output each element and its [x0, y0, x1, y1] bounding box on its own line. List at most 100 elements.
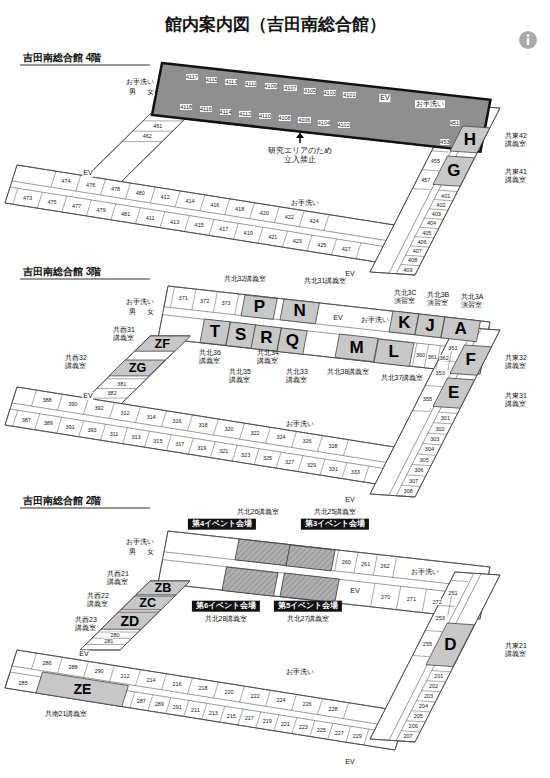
room-number: 4109: [265, 83, 277, 89]
room-number: 372: [200, 298, 209, 304]
room-number: 217: [245, 715, 254, 721]
room-letter: A: [454, 320, 466, 340]
room-number: 222: [250, 693, 259, 699]
room-number: 476: [86, 182, 95, 188]
wing-outline: [158, 286, 490, 374]
room-wall: [265, 690, 270, 706]
room-number: 286: [42, 660, 51, 666]
room-number: 331: [329, 466, 338, 472]
room-wall: [209, 219, 214, 235]
room-letter: Q: [286, 331, 299, 351]
room-number: 311: [110, 431, 119, 437]
room-number: 214: [146, 677, 155, 683]
room-number: 453: [440, 139, 449, 145]
room-shape: [222, 567, 278, 596]
room-row: [5, 409, 400, 487]
room-number: 4105: [304, 87, 316, 93]
room-number: 478: [111, 186, 120, 192]
room-wall: [187, 415, 192, 431]
room-number: 409: [403, 267, 412, 273]
room-wall: [122, 141, 162, 142]
facility-label: EV: [82, 169, 93, 177]
room-name: 共北33 講義室: [286, 368, 308, 384]
room-number: 418: [235, 206, 244, 212]
facility-label: お手洗い: [125, 298, 155, 306]
room-number: 4116: [200, 106, 212, 112]
room-row: [370, 327, 474, 495]
room-wall: [213, 292, 217, 313]
room-wall: [320, 459, 325, 475]
room-row: [12, 165, 407, 243]
facility-label: EV: [332, 314, 343, 322]
wing-outline: [80, 581, 190, 650]
room-wall: [13, 410, 18, 426]
room-wall: [428, 433, 447, 434]
room-wall: [396, 274, 415, 275]
facility-label: EV: [379, 94, 390, 102]
room-wall: [37, 192, 42, 208]
room-wall: [184, 216, 189, 232]
room-number: 4115: [206, 76, 218, 82]
room-wall: [256, 712, 261, 728]
room-wall: [239, 423, 244, 439]
room-name: 共西23 講義室: [75, 616, 97, 632]
room-wall: [101, 424, 106, 440]
room-name: 共北28講義室: [205, 615, 248, 623]
room-name: 共西22 講義室: [87, 592, 109, 608]
room-number: 326: [302, 438, 311, 444]
map-title: 館内案内図（吉田南総合館）: [165, 13, 386, 36]
room-number: 393: [88, 427, 97, 433]
room-number: 4106: [298, 117, 310, 123]
room-wall: [432, 671, 451, 672]
room-number: 322: [250, 430, 259, 436]
room-wall: [254, 449, 259, 465]
room-number: 213: [209, 710, 218, 716]
room-wall: [356, 243, 361, 259]
room-wall: [160, 212, 165, 228]
room-wall: [51, 171, 56, 187]
room-row: [80, 336, 190, 405]
room-shape: [235, 539, 291, 566]
room-number: 408: [408, 257, 417, 263]
room-wall: [451, 580, 468, 581]
lecture-room: S共北35 講義室: [226, 322, 256, 348]
room-wall: [422, 170, 439, 171]
room-letter: M: [350, 338, 364, 358]
room-number: 270: [381, 593, 390, 599]
room-letter: D: [444, 635, 456, 655]
facility-label: EV: [82, 392, 93, 400]
room-number: 420: [260, 210, 269, 216]
facility-label: お手洗い: [125, 538, 155, 546]
room-wall: [233, 223, 238, 239]
room-wall: [122, 428, 127, 444]
wing-outline: [80, 336, 190, 405]
facility-label: お手洗い: [415, 100, 445, 108]
facility-label: EV: [344, 758, 355, 766]
room-number: 413: [170, 219, 179, 225]
room-number: 405: [422, 230, 431, 236]
room-wall: [439, 190, 458, 191]
room-number: 4111: [245, 81, 256, 87]
room-number: 371: [179, 295, 188, 301]
room-number: 4117: [186, 74, 198, 80]
room-number: 425: [317, 242, 326, 248]
room-wall: [31, 653, 36, 669]
room-wall: [57, 657, 62, 673]
room-number: 288: [68, 664, 77, 670]
room-wall: [57, 417, 62, 433]
room-number: 351: [448, 345, 457, 351]
room-wall: [143, 120, 183, 121]
lecture-room: ZD共西23 講義室: [101, 612, 159, 629]
room-number: 404: [427, 220, 436, 226]
room-number: 312: [120, 410, 129, 416]
room-wall: [109, 666, 114, 682]
room-row: [5, 672, 400, 750]
event-room: 第6イベント会場共北28講義室: [222, 567, 278, 596]
room-name: 共北35 講義室: [229, 368, 251, 384]
room-wall: [422, 589, 427, 612]
facility-label: お手洗い: [360, 316, 390, 324]
room-wall: [35, 414, 40, 430]
room-shape: [280, 573, 339, 603]
room-row: [80, 114, 190, 183]
room-wall: [31, 390, 36, 406]
